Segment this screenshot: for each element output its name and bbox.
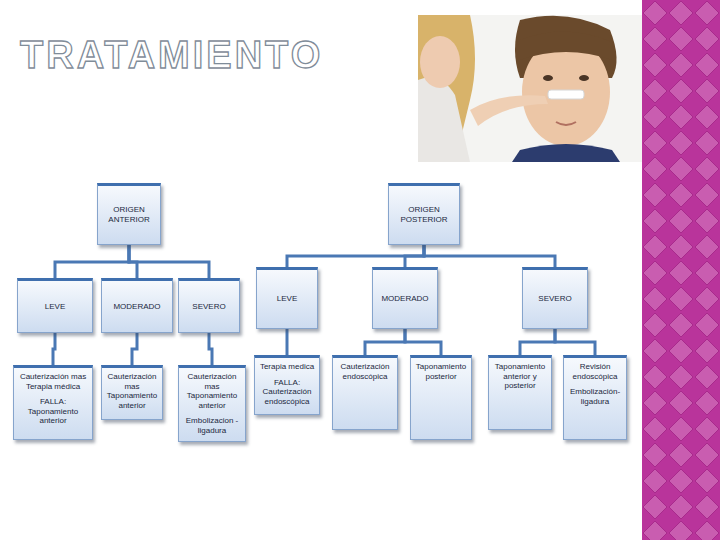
box-text: Cauterización mas Terapia médica (17, 372, 89, 391)
category-box: LEVE (256, 267, 318, 329)
box-text: Embolizacion - ligadura (182, 416, 242, 435)
category-box: LEVE (17, 278, 93, 333)
box-text: Revisión endoscópica (567, 362, 623, 381)
connector (129, 245, 209, 278)
connector (405, 245, 424, 267)
connector (520, 329, 555, 355)
connector (53, 333, 55, 365)
connector (405, 329, 441, 355)
box-text: Cauterización endoscópica (336, 362, 394, 381)
connector (55, 245, 129, 278)
treatment-box: Revisión endoscópicaEmbolización- ligadu… (563, 355, 627, 440)
box-text: Terapia medica (258, 362, 316, 372)
treatment-box: Cauterización mas Taponamiento anteriorE… (178, 365, 246, 442)
connector (555, 329, 595, 355)
photo (418, 15, 642, 162)
box-text: FALLA: Cauterización endoscópica (258, 378, 316, 407)
treatment-box: Taponamiento anterior y posterior (488, 355, 552, 430)
box-text: ORIGEN ANTERIOR (101, 205, 157, 224)
box-text: MODERADO (376, 294, 434, 304)
category-box: MODERADO (101, 278, 173, 333)
connector (365, 329, 405, 355)
box-text: MODERADO (105, 302, 169, 312)
box-text: Taponamiento posterior (414, 362, 468, 381)
connector (209, 333, 212, 365)
box-text: Cauterización mas Taponamiento anterior (182, 372, 242, 410)
category-box: ORIGEN ANTERIOR (97, 183, 161, 245)
treatment-box: Cauterización mas Taponamiento anterior (101, 365, 163, 420)
box-text: SEVERO (182, 302, 236, 312)
connector (286, 329, 289, 355)
connector (424, 245, 555, 267)
treatment-box: Cauterización endoscópica (332, 355, 398, 430)
category-box: SEVERO (522, 267, 588, 329)
box-text: Taponamiento anterior y posterior (492, 362, 548, 391)
connector (287, 245, 424, 267)
box-text: Embolización- ligadura (567, 387, 623, 406)
box-text: LEVE (21, 302, 89, 312)
slide-title: TRATAMIENTO (20, 34, 323, 77)
category-box: ORIGEN POSTERIOR (388, 183, 460, 245)
box-text: SEVERO (526, 294, 584, 304)
side-band (642, 0, 720, 540)
connector (132, 333, 137, 365)
box-text: LEVE (260, 294, 314, 304)
box-text: Cauterización mas Taponamiento anterior (105, 372, 159, 410)
category-box: MODERADO (372, 267, 438, 329)
treatment-box: Taponamiento posterior (410, 355, 472, 440)
box-text: ORIGEN POSTERIOR (392, 205, 456, 224)
category-box: SEVERO (178, 278, 240, 333)
box-text: FALLA: Taponamiento anterior (17, 397, 89, 426)
treatment-box: Terapia medicaFALLA: Cauterización endos… (254, 355, 320, 415)
treatment-box: Cauterización mas Terapia médicaFALLA: T… (13, 365, 93, 440)
